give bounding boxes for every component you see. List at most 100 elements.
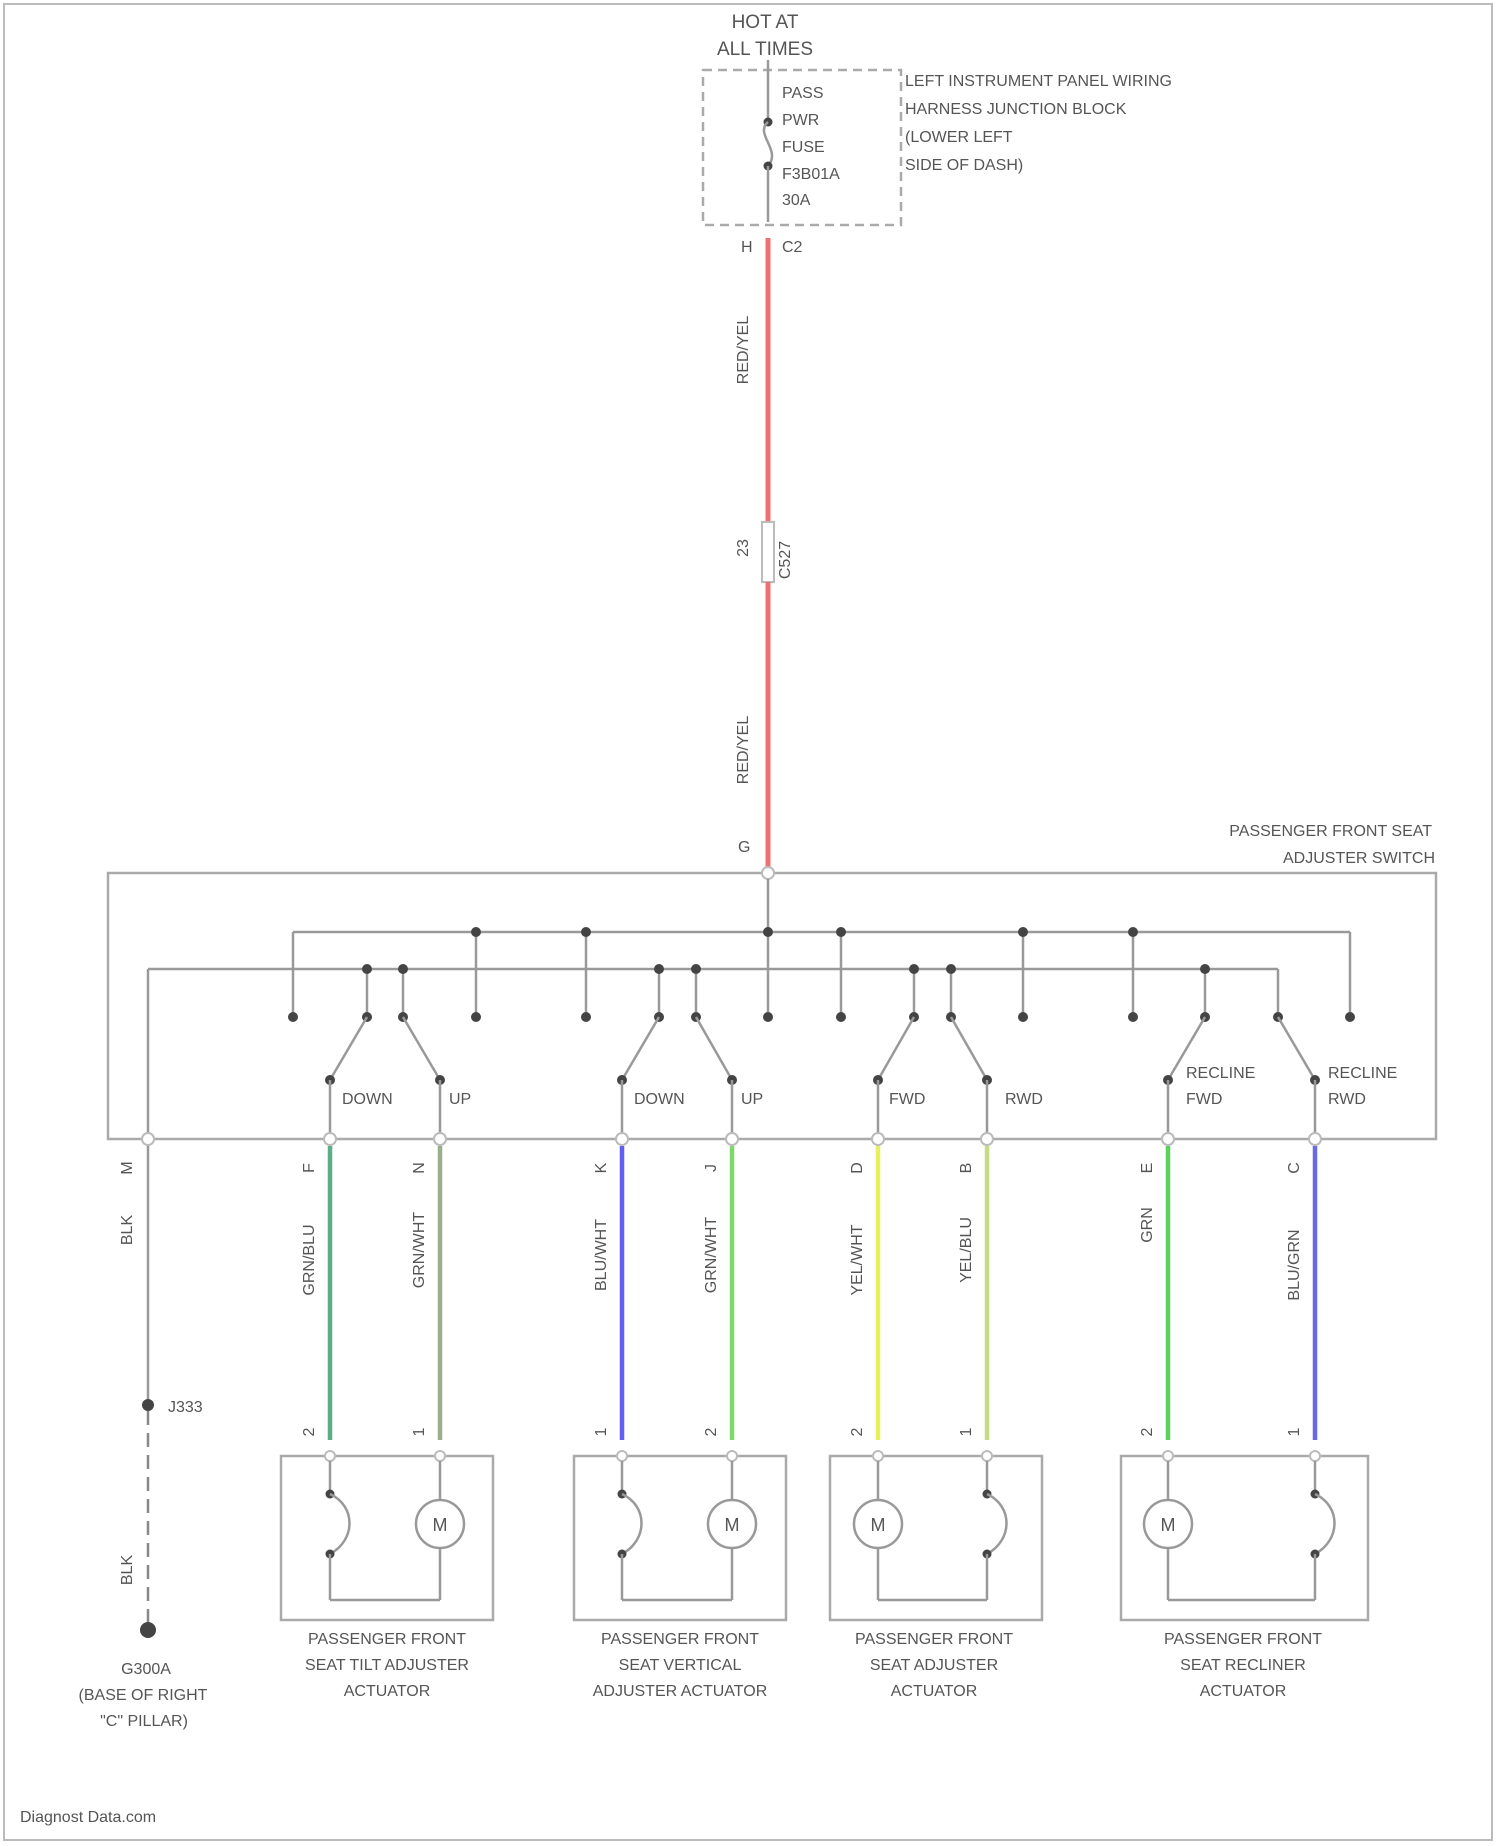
junction-block-label-line-2: HARNESS JUNCTION BLOCK xyxy=(905,101,1127,118)
seat-motor-label: M xyxy=(871,1515,886,1535)
fuse-label-line-1: PASS xyxy=(782,85,824,102)
red-yel-label-upper: RED/YEL xyxy=(735,316,752,385)
switch-pin-g: G xyxy=(738,839,750,856)
wire-3-pin-top: K xyxy=(593,1162,610,1173)
seat-limit-switch xyxy=(987,1494,1007,1554)
wire-3-pin-bottom: 1 xyxy=(593,1427,610,1436)
blk-label-upper: BLK xyxy=(119,1215,136,1246)
tilt-down-label: DOWN xyxy=(342,1091,393,1108)
seat-actuator-name-line-3: ACTUATOR xyxy=(891,1683,978,1700)
page-frame xyxy=(4,4,1492,1840)
wire-5-color-label: YEL/WHT xyxy=(849,1224,866,1295)
switch-title-line-1: PASSENGER FRONT SEAT xyxy=(1229,823,1432,840)
rwd-label: RWD xyxy=(1005,1091,1043,1108)
recliner-actuator-name-line-2: SEAT RECLINER xyxy=(1180,1657,1306,1674)
main-feed: RED/YEL 23 C527 RED/YEL G xyxy=(735,238,794,868)
hot-at-all-times-line-1: HOT AT xyxy=(732,12,799,33)
recline-rwd-label-line-2: RWD xyxy=(1328,1091,1366,1108)
wire-6-pin-bottom: 1 xyxy=(958,1427,975,1436)
vertical-actuator-outline xyxy=(574,1456,786,1620)
wire-5-pin-top: D xyxy=(849,1162,866,1174)
switch-title-line-2: ADJUSTER SWITCH xyxy=(1283,850,1435,867)
fwd-label: FWD xyxy=(889,1091,925,1108)
adjuster-switch: PASSENGER FRONT SEAT ADJUSTER SWITCH xyxy=(108,823,1436,1145)
wire-2-pin-top: N xyxy=(411,1162,428,1174)
vertical-limit-switch xyxy=(622,1494,642,1554)
fuse-label-line-3: FUSE xyxy=(782,139,825,156)
fuse-label-line-5: 30A xyxy=(782,192,811,209)
wire-6-color-label: YEL/BLU xyxy=(958,1217,975,1283)
red-yel-label-lower: RED/YEL xyxy=(735,716,752,785)
ground-circuit: M BLK J333 BLK G300A (BASE OF RIGHT "C" … xyxy=(79,1146,208,1730)
vertical-actuator-name-line-3: ADJUSTER ACTUATOR xyxy=(593,1683,768,1700)
fuse-symbol xyxy=(764,122,772,166)
vertical-motor-label: M xyxy=(725,1515,740,1535)
wire-4-pin-top: J xyxy=(703,1164,720,1172)
wire-8-color-label: BLU/GRN xyxy=(1286,1229,1303,1300)
ground-label-line-3: "C" PILLAR) xyxy=(100,1713,188,1730)
recline-fwd-label-line-2: FWD xyxy=(1186,1091,1222,1108)
wire-7-color-label: GRN xyxy=(1139,1207,1156,1243)
tilt-actuator-name-line-2: SEAT TILT ADJUSTER xyxy=(305,1657,469,1674)
wire-2-color-label: GRN/WHT xyxy=(411,1212,428,1289)
ground-point xyxy=(140,1622,156,1638)
recline-rwd-label-line-1: RECLINE xyxy=(1328,1065,1397,1082)
switch-outline xyxy=(108,873,1436,1139)
seat-actuator-name-line-1: PASSENGER FRONT xyxy=(855,1631,1013,1648)
switch-blades xyxy=(325,1017,1320,1135)
recliner-actuator: M PASSENGER FRONT SEAT RECLINER ACTUATOR xyxy=(1121,1451,1368,1700)
splice-pin-23: 23 xyxy=(735,539,752,557)
fuse-label-line-2: PWR xyxy=(782,112,819,129)
wire-2-pin-bottom: 1 xyxy=(411,1427,428,1436)
fuse-pin-left: H xyxy=(741,239,753,256)
wire-4-pin-bottom: 2 xyxy=(703,1427,720,1436)
tilt-limit-switch xyxy=(330,1494,350,1554)
ground-pin-m: M xyxy=(119,1161,136,1174)
tilt-actuator-outline xyxy=(281,1456,493,1620)
tilt-actuator-name-line-1: PASSENGER FRONT xyxy=(308,1631,466,1648)
recliner-limit-switch xyxy=(1315,1494,1335,1554)
tilt-up-label: UP xyxy=(449,1091,471,1108)
junction-block-label-line-3: (LOWER LEFT xyxy=(905,129,1013,146)
blk-label-lower: BLK xyxy=(119,1555,136,1586)
wire-8-pin-top: C xyxy=(1286,1162,1303,1174)
recliner-actuator-name-line-1: PASSENGER FRONT xyxy=(1164,1631,1322,1648)
recliner-motor-label: M xyxy=(1161,1515,1176,1535)
connector-c527-label: C527 xyxy=(777,541,794,579)
wire-3-color-label: BLU/WHT xyxy=(593,1219,610,1291)
watermark: Diagnost Data.com xyxy=(20,1809,156,1826)
tilt-actuator-name-line-3: ACTUATOR xyxy=(344,1683,431,1700)
wire-8-pin-bottom: 1 xyxy=(1286,1427,1303,1436)
wire-4-color-label: GRN/WHT xyxy=(703,1217,720,1294)
seat-actuator-name-line-2: SEAT ADJUSTER xyxy=(870,1657,998,1674)
vertical-up-label: UP xyxy=(741,1091,763,1108)
vertical-adjuster-actuator: M PASSENGER FRONT SEAT VERTICAL ADJUSTER… xyxy=(574,1451,786,1700)
vertical-down-label: DOWN xyxy=(634,1091,685,1108)
tilt-motor-label: M xyxy=(433,1515,448,1535)
hot-at-all-times-line-2: ALL TIMES xyxy=(717,39,813,60)
recliner-actuator-name-line-3: ACTUATOR xyxy=(1200,1683,1287,1700)
seat-adjuster-actuator: M PASSENGER FRONT SEAT ADJUSTER ACTUATOR xyxy=(830,1451,1042,1700)
junction-block-label-line-1: LEFT INSTRUMENT PANEL WIRING xyxy=(905,73,1172,90)
recline-fwd-label-line-1: RECLINE xyxy=(1186,1065,1255,1082)
vertical-actuator-name-line-1: PASSENGER FRONT xyxy=(601,1631,759,1648)
connector-c527 xyxy=(762,522,774,582)
vertical-actuator-name-line-2: SEAT VERTICAL xyxy=(619,1657,742,1674)
wire-7-pin-top: E xyxy=(1139,1163,1156,1174)
tilt-adjuster-actuator: M PASSENGER FRONT SEAT TILT ADJUSTER ACT… xyxy=(281,1451,493,1700)
ground-label-line-1: G300A xyxy=(121,1661,171,1678)
junction-block: PASS PWR FUSE F3B01A 30A LEFT INSTRUMENT… xyxy=(703,60,1172,256)
junction-block-label-line-4: SIDE OF DASH) xyxy=(905,157,1023,174)
power-source: HOT AT ALL TIMES xyxy=(717,12,813,60)
actuator-wires: F N K J D B E C GRN/BLU GRN/WHT BLU/WHT … xyxy=(301,1146,1315,1440)
wire-1-pin-bottom: 2 xyxy=(301,1427,318,1436)
wire-1-pin-top: F xyxy=(301,1163,318,1173)
wire-7-pin-bottom: 2 xyxy=(1139,1427,1156,1436)
splice-j333-label: J333 xyxy=(168,1399,203,1416)
splice-j333 xyxy=(142,1399,154,1411)
fuse-pin-right: C2 xyxy=(782,239,803,256)
ground-label-line-2: (BASE OF RIGHT xyxy=(79,1687,208,1704)
wire-5-pin-bottom: 2 xyxy=(849,1427,866,1436)
wire-1-color-label: GRN/BLU xyxy=(301,1224,318,1295)
